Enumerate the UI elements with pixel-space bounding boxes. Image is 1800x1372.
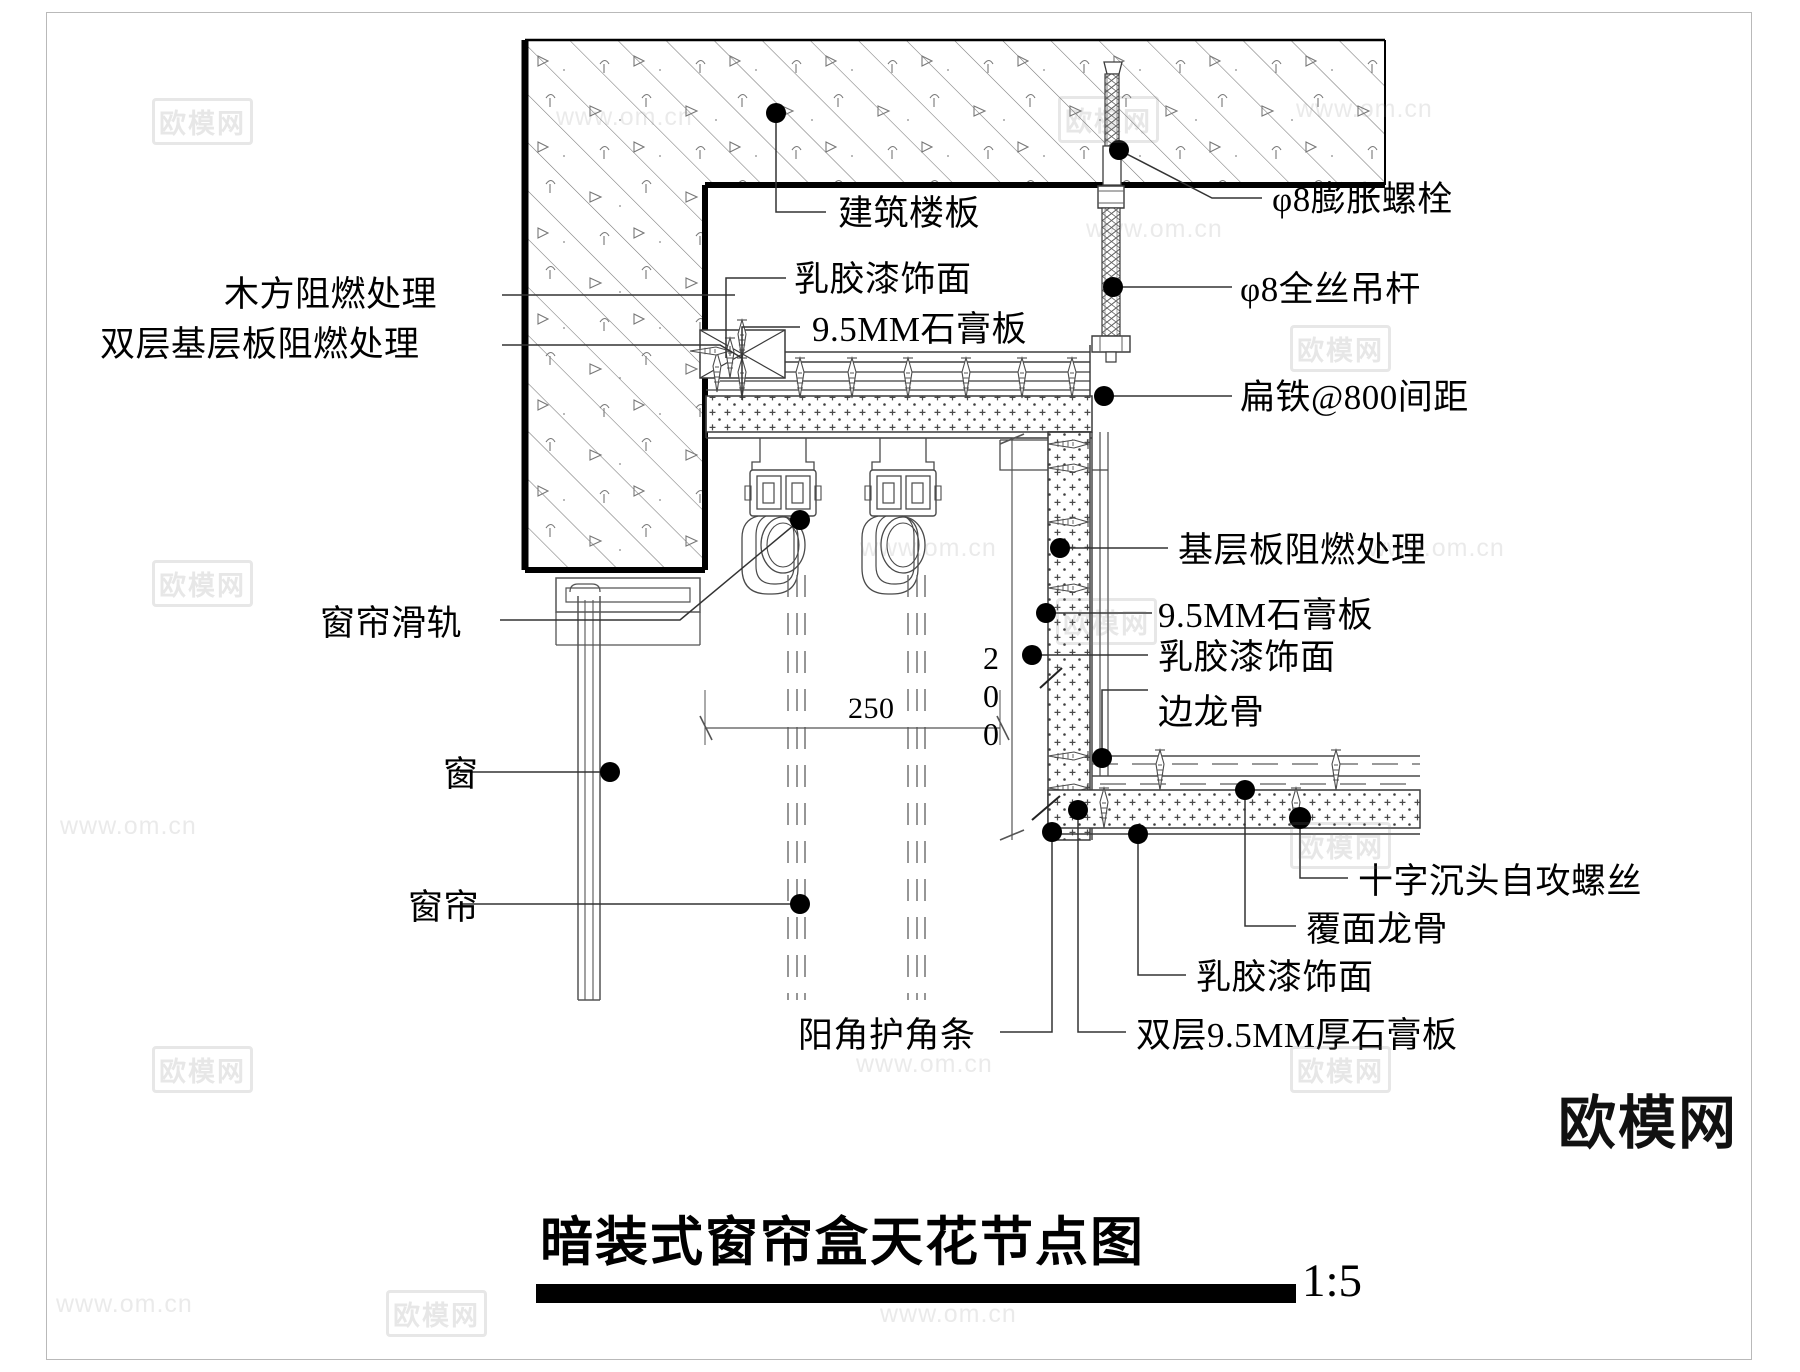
dimension-200: 200: [973, 640, 1009, 754]
curtain-fabric-drops: [787, 575, 926, 1000]
label-flat-iron-spacing: 扁铁@800间距: [1240, 378, 1469, 417]
label-gypsum-board-95-top: 9.5MM石膏板: [812, 310, 1027, 349]
label-expansion-bolt: φ8膨胀螺栓: [1272, 180, 1453, 219]
dimension-lines: [699, 433, 1025, 841]
external-corner-bead-mark: [1031, 667, 1063, 821]
label-edge-furring-channel: 边龙骨: [1158, 693, 1265, 732]
lower-ceiling-gypsum: [1047, 755, 1421, 835]
leader-lines: [460, 103, 1348, 1033]
label-substrate-board-fireproof: 基层板阻燃处理: [1178, 531, 1427, 570]
dimension-250: 250: [848, 692, 895, 725]
expansion-bolt-assembly: [1102, 61, 1123, 186]
label-external-corner-bead: 阳角护角条: [798, 1016, 976, 1055]
label-all-thread-hanger-rod: φ8全丝吊杆: [1240, 270, 1421, 309]
window-frame-and-glass: [555, 577, 701, 1001]
label-face-furring-channel: 覆面龙骨: [1306, 910, 1449, 949]
label-cross-countersunk-screw: 十字沉头自攻螺丝: [1358, 862, 1643, 901]
drawing-scale: 1:5: [1302, 1255, 1363, 1307]
threaded-hanger-rod: [1091, 185, 1131, 363]
label-structural-floor-slab: 建筑楼板: [838, 194, 981, 233]
label-gypsum-board-95-right: 9.5MM石膏板: [1158, 596, 1373, 635]
label-window: 窗: [443, 755, 479, 794]
brand-logo: 欧模网: [1557, 1091, 1738, 1156]
curtain-box-top-board: [705, 395, 1093, 439]
label-latex-paint-finish-bottom: 乳胶漆饰面: [1196, 958, 1374, 997]
label-latex-paint-finish-right: 乳胶漆饰面: [1158, 638, 1336, 677]
label-curtain-slide-track: 窗帘滑轨: [320, 604, 463, 643]
vertical-gypsum-bulkhead: [1047, 431, 1109, 841]
drawing-title: 暗装式窗帘盒天花节点图: [540, 1214, 1145, 1272]
label-wood-fireproof: 木方阻燃处理: [224, 275, 438, 314]
label-double-layer-gypsum-board: 双层9.5MM厚石膏板: [1136, 1016, 1458, 1055]
label-curtain: 窗帘: [408, 888, 480, 927]
sheet-border: [46, 12, 1752, 1360]
curtain-track-assembly: [741, 438, 942, 595]
label-double-substrate-fireproof: 双层基层板阻燃处理: [100, 325, 420, 364]
title-underline: [536, 1284, 1296, 1303]
label-latex-paint-finish-top: 乳胶漆饰面: [794, 260, 972, 299]
